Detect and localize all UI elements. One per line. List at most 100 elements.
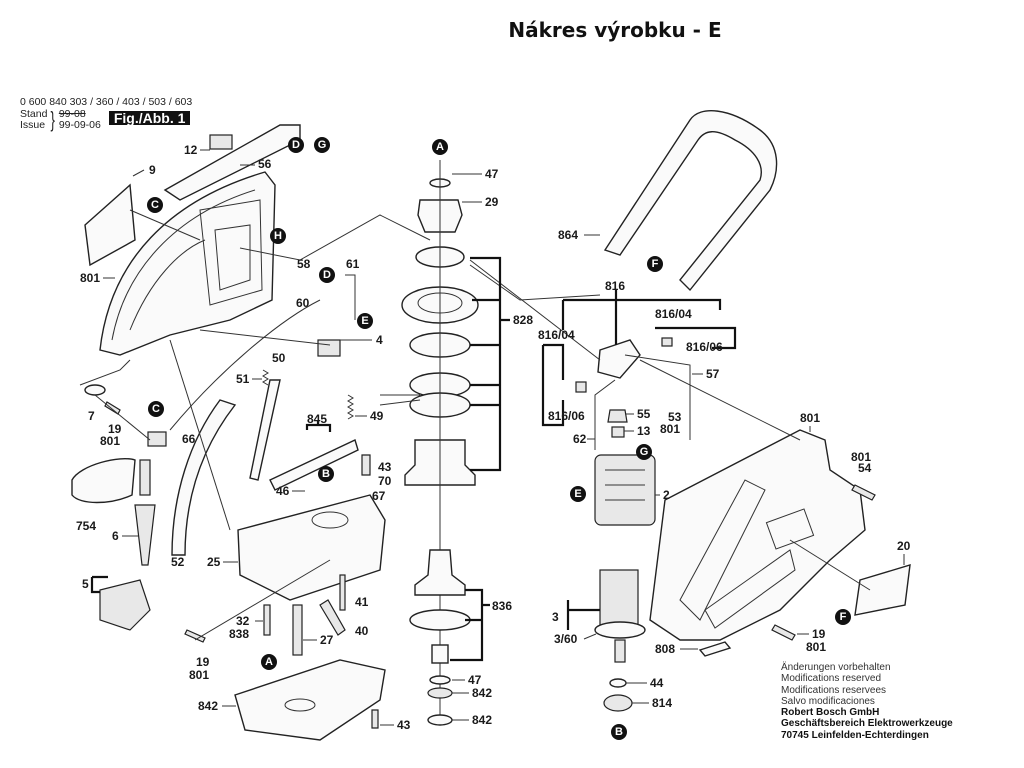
part-label: 2	[663, 488, 670, 502]
label-plate-808	[698, 641, 732, 657]
part-label: 66	[182, 432, 196, 446]
part-label: 801	[800, 411, 820, 425]
handle-864	[603, 110, 778, 292]
part-label: 19	[196, 655, 210, 669]
part-label: 70	[378, 474, 392, 488]
part-label: 43	[378, 460, 392, 474]
callout-badge-h: H	[270, 228, 286, 244]
callout-badge-a-left: A	[261, 654, 277, 670]
callout-badge-f-right: F	[835, 609, 851, 625]
part-label: 845	[307, 412, 327, 426]
part-label: 801	[660, 422, 680, 436]
part-label: 3	[552, 610, 559, 624]
part-label: 816/04	[538, 328, 575, 342]
part-label: 58	[297, 257, 311, 271]
part-label: 20	[897, 539, 911, 553]
part-label: 56	[258, 157, 272, 171]
label-plate-20	[854, 564, 911, 616]
svg-text:E: E	[574, 488, 581, 500]
footer-line: Modifications reservees	[781, 684, 887, 696]
part-label: 46	[276, 484, 290, 498]
svg-text:G: G	[640, 446, 649, 458]
svg-text:B: B	[615, 726, 623, 738]
svg-text:A: A	[436, 141, 444, 153]
part-label: 51	[236, 372, 250, 386]
part-label: 19	[108, 422, 122, 436]
part-label: 828	[513, 313, 533, 327]
footer-division: Geschäftsbereich Elektrowerkzeuge	[781, 718, 953, 730]
svg-text:F: F	[840, 611, 847, 623]
part-label: 842	[472, 686, 492, 700]
plug-5	[99, 579, 151, 631]
part-label: 12	[184, 143, 198, 157]
callout-badge-c: C	[147, 197, 163, 213]
label-plate-9	[84, 183, 136, 267]
part-label: 5	[82, 577, 89, 591]
stand-date: 99-08	[58, 108, 86, 120]
footer-line: Modifications reserved	[781, 673, 882, 685]
part-label: 801	[80, 271, 100, 285]
callout-badge-g-right: G	[636, 444, 652, 460]
svg-text:C: C	[151, 199, 159, 211]
callout-badge-b-right: B	[611, 724, 627, 740]
callout-badge-d-mid: D	[319, 267, 335, 283]
part-label: 754	[76, 519, 96, 533]
part-label: 836	[492, 599, 512, 613]
bracket-845	[269, 439, 359, 491]
switch-816	[597, 339, 641, 379]
part-label: 43	[397, 718, 411, 732]
cable-protector-6	[134, 504, 156, 566]
part-label: 19	[812, 627, 826, 641]
svg-text:E: E	[361, 315, 368, 327]
part-label: 47	[485, 167, 499, 181]
housing-left-801	[99, 171, 276, 356]
part-label: 801	[851, 450, 871, 464]
svg-text:B: B	[322, 468, 330, 480]
part-label: 816	[605, 279, 625, 293]
part-label: 801	[100, 434, 120, 448]
callout-badge-b-left: B	[318, 466, 334, 482]
callout-badge-e-right: E	[570, 486, 586, 502]
part-label: 60	[296, 296, 310, 310]
part-label: 4	[376, 333, 383, 347]
tube-12	[163, 124, 301, 201]
svg-text:F: F	[652, 258, 659, 270]
page-title: Nákres výrobku - E	[508, 18, 722, 42]
part-label: 6	[112, 529, 119, 543]
lever-50	[249, 379, 281, 481]
part-label: 49	[370, 409, 384, 423]
svg-text:H: H	[274, 230, 282, 242]
issue-label: Issue	[20, 119, 46, 131]
footer-address: 70745 Leinfelden-Echterdingen	[781, 729, 929, 741]
part-label: 27	[320, 633, 334, 647]
svg-text:D: D	[323, 269, 331, 281]
document-header: 0 600 840 303 / 360 / 403 / 503 / 603 St…	[20, 96, 192, 131]
part-label: 44	[650, 676, 664, 690]
part-label: 47	[468, 673, 482, 687]
model-numbers: 0 600 840 303 / 360 / 403 / 503 / 603	[20, 96, 193, 108]
part-label: 7	[88, 409, 95, 423]
bow-52	[171, 399, 237, 556]
part-label: 13	[637, 424, 651, 438]
brace-icon: }	[50, 107, 56, 132]
callout-badge-e-left: E	[357, 313, 373, 329]
part-label: 842	[198, 699, 218, 713]
part-label: 32	[236, 614, 250, 628]
part-label: 816/06	[686, 340, 723, 354]
guard-754	[71, 458, 136, 504]
part-label: 814	[652, 696, 672, 710]
part-label: 67	[372, 489, 386, 503]
svg-text:D: D	[292, 139, 300, 151]
stator-2	[594, 454, 656, 526]
part-label: 54	[858, 461, 872, 475]
footer-notice: Änderungen vorbehalten Modifications res…	[781, 662, 953, 741]
shaft-836	[414, 549, 466, 596]
part-label: 9	[149, 163, 156, 177]
stand-label: Stand	[20, 108, 48, 120]
svg-text:C: C	[152, 403, 160, 415]
part-label: 801	[806, 640, 826, 654]
svg-text:A: A	[265, 656, 273, 668]
part-label: 25	[207, 555, 221, 569]
part-label: 50	[272, 351, 286, 365]
